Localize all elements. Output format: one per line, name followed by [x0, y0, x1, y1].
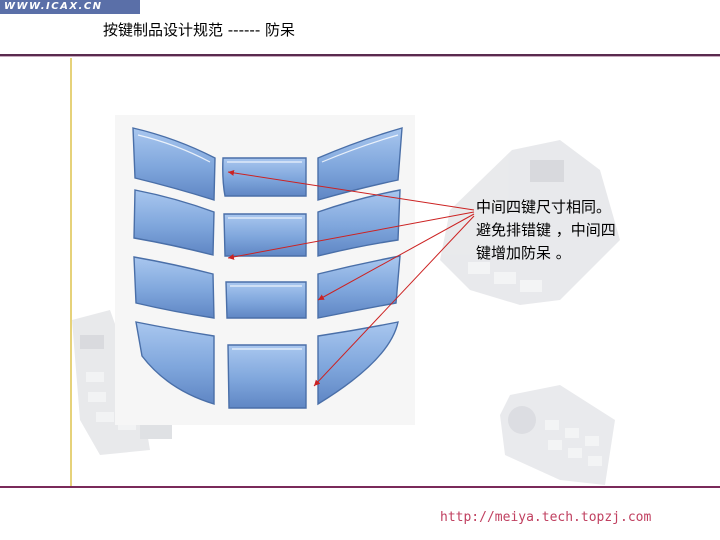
key-r3-left: [133, 256, 215, 319]
header-divider: [0, 54, 720, 56]
key-r3-center: [225, 281, 307, 319]
phone-keypad-photo-right: [440, 140, 620, 305]
footer-url: http://meiya.tech.topzj.com: [440, 510, 652, 525]
header-divider-shadow: [0, 56, 720, 57]
arrow-icon: [317, 213, 475, 301]
key-r2-left: [133, 189, 215, 256]
key-r2-right: [317, 189, 401, 257]
key-r4-left: [135, 321, 215, 405]
key-r1-right: [317, 127, 403, 201]
arrow-icon: [227, 211, 475, 260]
arrow-icon: [313, 215, 475, 387]
arrow-icon: [227, 169, 475, 211]
left-vertical-rule: [70, 58, 72, 488]
key-r1-center: [222, 157, 307, 197]
footer-divider: [0, 486, 720, 488]
annotation-line-3: 键增加防呆 。: [476, 244, 571, 262]
annotation-line-2: 避免排错键 ，中间四: [476, 221, 616, 239]
annotation-line-1: 中间四键尺寸相同。: [476, 198, 612, 216]
key-r3-right: [317, 255, 401, 319]
phone-keypad-photo-bottom: [500, 385, 615, 485]
key-r4-center: [227, 344, 307, 409]
site-logo: WWW.ICAX.CN: [0, 0, 140, 14]
key-r4-right: [317, 321, 399, 406]
page-title: 按键制品设计规范 ------ 防呆: [103, 21, 296, 39]
key-r1-left: [132, 127, 216, 201]
annotation-text: 中间四键尺寸相同。 避免排错键 ，中间四 键增加防呆 。: [476, 196, 686, 265]
key-r2-center: [223, 213, 307, 257]
